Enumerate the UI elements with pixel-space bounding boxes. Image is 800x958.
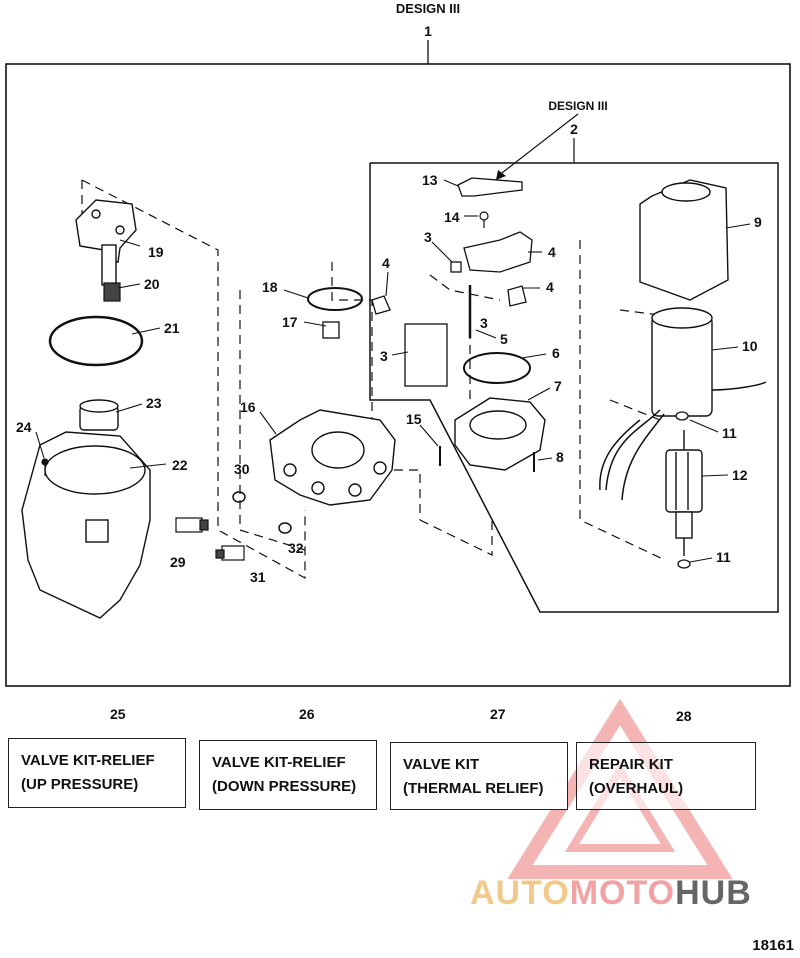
kit-box-relief-down: VALVE KIT-RELIEF (DOWN PRESSURE) <box>199 740 377 810</box>
oring-6 <box>463 352 531 384</box>
kit-box-25-line2: (UP PRESSURE) <box>21 776 139 793</box>
watermark-text: AUTOMOTOHUB <box>470 874 752 913</box>
brush-clip-right <box>507 285 527 307</box>
pump-valve-block-part <box>75 199 137 286</box>
callout-23: 23 <box>146 395 162 411</box>
sub-callout: 2 <box>570 121 578 137</box>
kit-number-27: 27 <box>490 706 506 722</box>
header-design-label: DESIGN III <box>396 1 460 16</box>
callout-15: 15 <box>406 411 422 427</box>
kit-box-28-line1: REPAIR KIT <box>589 756 673 773</box>
field-housing-part <box>651 307 767 417</box>
sub-design-label: DESIGN III <box>548 99 607 113</box>
callout-32: 32 <box>288 540 304 556</box>
pump-housing-part <box>269 409 396 506</box>
kit-box-27-line2: (THERMAL RELIEF) <box>403 780 544 797</box>
check-valve-part <box>322 321 340 339</box>
sub-leader-design <box>497 113 579 177</box>
main-frame <box>5 63 791 687</box>
callout-13: 13 <box>422 172 438 188</box>
brush-bracket-part <box>457 177 523 197</box>
kit-number-26: 26 <box>299 706 315 722</box>
armature-part <box>665 430 703 556</box>
callout-7: 7 <box>554 378 562 394</box>
kit-number-25: 25 <box>110 706 126 722</box>
callout-17: 17 <box>282 314 298 330</box>
callout-10: 10 <box>742 338 758 354</box>
callout-3c: 3 <box>380 348 388 364</box>
callout-20: 20 <box>144 276 160 292</box>
callout-29: 29 <box>170 554 186 570</box>
callout-16: 16 <box>240 399 256 415</box>
oring-30 <box>232 491 246 503</box>
kit-box-thermal: VALVE KIT (THERMAL RELIEF) <box>390 742 568 810</box>
screw-14 <box>479 211 489 228</box>
callout-11b: 11 <box>716 549 731 565</box>
oring-21 <box>48 315 144 367</box>
callout-22: 22 <box>172 457 188 473</box>
callout-18: 18 <box>262 279 278 295</box>
end-cap-part <box>454 397 546 471</box>
fill-cap-part <box>79 399 119 431</box>
brush-holder-part <box>450 231 533 273</box>
callout-6: 6 <box>552 345 560 361</box>
kit-box-28-line2: (OVERHAUL) <box>589 780 684 797</box>
callout-5: 5 <box>500 331 508 347</box>
motor-cover-part <box>639 179 729 301</box>
kit-box-26-line2: (DOWN PRESSURE) <box>212 778 357 795</box>
callout-4a: 4 <box>548 244 556 260</box>
callout-19: 19 <box>148 244 164 260</box>
kit-box-27-line1: VALVE KIT <box>403 756 480 773</box>
drawing-number: 18161 <box>752 937 794 954</box>
watermark-part1: AUTO <box>470 874 570 912</box>
brush-clip-left <box>371 295 391 315</box>
oring-18 <box>307 287 363 311</box>
kit-number-28: 28 <box>676 708 692 724</box>
callout-leaders <box>35 179 751 563</box>
callout-9: 9 <box>754 214 762 230</box>
callout-12: 12 <box>732 467 748 483</box>
kit-box-relief-up: VALVE KIT-RELIEF (UP PRESSURE) <box>8 738 186 808</box>
brush-kit-box <box>404 323 448 387</box>
oring-32 <box>278 522 292 534</box>
main-callout: 1 <box>424 23 432 39</box>
callout-31: 31 <box>250 569 266 585</box>
callout-3a: 3 <box>424 229 432 245</box>
sub-leader-arrow <box>496 170 506 180</box>
assembly-dash-lines <box>81 179 666 580</box>
callout-24: 24 <box>16 419 32 435</box>
watermark-part2: MOTO <box>569 874 676 912</box>
filter-part <box>103 282 121 302</box>
callout-21: 21 <box>164 320 180 336</box>
callout-3b: 3 <box>480 315 488 331</box>
callout-30: 30 <box>234 461 250 477</box>
reservoir-part <box>21 431 151 619</box>
screw-24 <box>41 458 49 476</box>
watermark-part3: HUB <box>675 874 752 912</box>
motor-subassembly-outline <box>369 162 779 613</box>
callout-4b: 4 <box>546 279 554 295</box>
kit-box-25-line1: VALVE KIT-RELIEF <box>21 752 155 769</box>
callout-11a: 11 <box>722 425 737 441</box>
callout-14: 14 <box>444 209 460 225</box>
washer-11-lower <box>677 559 691 569</box>
kit-box-26-line1: VALVE KIT-RELIEF <box>212 754 346 771</box>
washer-11-upper <box>675 411 689 421</box>
callout-8: 8 <box>556 449 564 465</box>
fitting-31 <box>215 545 245 561</box>
kit-box-repair: REPAIR KIT (OVERHAUL) <box>576 742 756 810</box>
callout-4c: 4 <box>382 255 390 271</box>
fitting-29 <box>175 517 209 533</box>
motor-leads <box>599 409 665 501</box>
